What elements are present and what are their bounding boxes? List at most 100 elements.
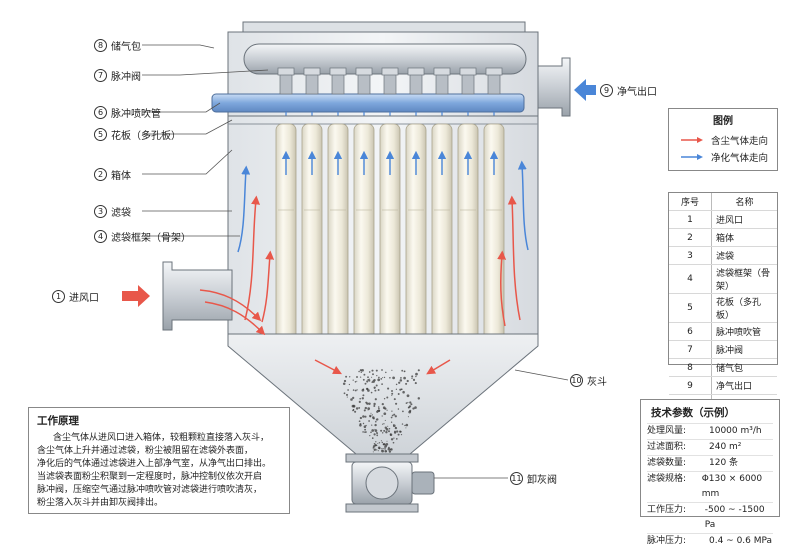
dust-particle [363, 409, 366, 412]
dust-particle [362, 388, 365, 391]
pulse-valve [383, 73, 397, 95]
dust-particle [388, 430, 390, 433]
dust-particle [368, 402, 371, 406]
dust-particle [351, 404, 355, 408]
legend-box: 图例 含尘气体走向 净化气体走向 [668, 108, 778, 171]
dust-particle [408, 405, 412, 408]
dust-particle [372, 416, 375, 419]
dust-particle [385, 431, 388, 434]
dust-particle [381, 448, 383, 450]
dust-particle [370, 391, 373, 394]
dust-particle [404, 370, 406, 372]
specs-title: 技术参数（示例） [651, 407, 735, 419]
dust-particle [399, 379, 403, 382]
dust-particle [381, 449, 384, 453]
dust-particle [391, 369, 393, 371]
dust-particle [376, 449, 378, 451]
dust-particle [374, 429, 378, 432]
dust-particle [356, 380, 358, 382]
clean-flow-arrow [517, 160, 529, 251]
dust-particle [342, 382, 346, 385]
rotary-valve-wheel [365, 466, 399, 500]
dust-particle [358, 406, 361, 409]
dust-particle [371, 381, 373, 383]
dust-particle [356, 376, 358, 378]
dust-particle [362, 431, 364, 433]
dust-particle [412, 407, 415, 410]
dust-particle [411, 375, 414, 378]
dust-particle [402, 390, 405, 394]
dust-particle [388, 428, 391, 430]
dust-particle [367, 407, 371, 410]
dust-particle [363, 373, 366, 376]
pulse-valve [409, 73, 423, 95]
dust-particle [401, 423, 404, 425]
leader-lines [142, 44, 569, 479]
dust-particle [346, 396, 348, 398]
spec-row: 工作压力:-500 ~ -1500 Pa [647, 502, 773, 533]
dust-particle [372, 373, 374, 376]
dust-particle [364, 428, 367, 431]
dust-particle [360, 371, 363, 373]
pulse-valve [461, 73, 475, 95]
dusty-flow-arrow [497, 250, 507, 327]
dust-particle [403, 376, 406, 380]
pulse-valve [279, 73, 293, 95]
dust-particle [414, 382, 417, 385]
pulse-valve-cap [459, 67, 477, 76]
dust-particle [356, 389, 358, 391]
dust-particle [407, 407, 409, 409]
dust-particle [397, 408, 400, 410]
dusty-flow-arrow [261, 250, 275, 323]
dust-particle [382, 377, 384, 379]
dust-particle [372, 451, 374, 453]
dust-particle [405, 423, 409, 427]
dust-particle [395, 383, 398, 386]
dust-particle [380, 378, 383, 380]
dust-particle [374, 389, 377, 392]
dust-particle [383, 442, 386, 445]
dust-particle [377, 442, 379, 445]
dust-particle [414, 406, 417, 409]
dust-particle [395, 402, 398, 405]
dust-particle [362, 378, 365, 381]
dust-particle [371, 429, 375, 432]
dust-particle [401, 369, 404, 372]
dust-particle [385, 443, 389, 446]
dust-particle [391, 414, 394, 417]
dust-particle [364, 415, 367, 418]
dust-particle [391, 390, 393, 392]
dust-particle [383, 429, 386, 432]
dust-particle [369, 378, 371, 380]
dust-particle [365, 431, 367, 433]
pulse-valve-cap [355, 67, 373, 76]
dust-particle [352, 379, 354, 381]
dust-particle [387, 447, 391, 451]
pulse-valve [331, 73, 345, 95]
dust-particle [399, 388, 402, 391]
dust-particle [359, 376, 362, 378]
dust-particle [390, 438, 394, 441]
dust-particle [359, 397, 362, 400]
pulse-valve [435, 73, 449, 95]
dust-particle [372, 445, 376, 448]
dust-particle [371, 376, 373, 378]
dust-particle [345, 393, 349, 396]
dust-particle [406, 379, 409, 383]
rotary-valve-motor [411, 471, 435, 495]
dust-particle [400, 377, 402, 379]
dust-particle [378, 409, 381, 412]
dust-particle [398, 381, 401, 384]
dust-particle [393, 398, 396, 401]
outlet-duct [537, 57, 571, 117]
dust-particle [386, 396, 389, 399]
legend-item-clean: 净化气体走向 [681, 150, 777, 164]
